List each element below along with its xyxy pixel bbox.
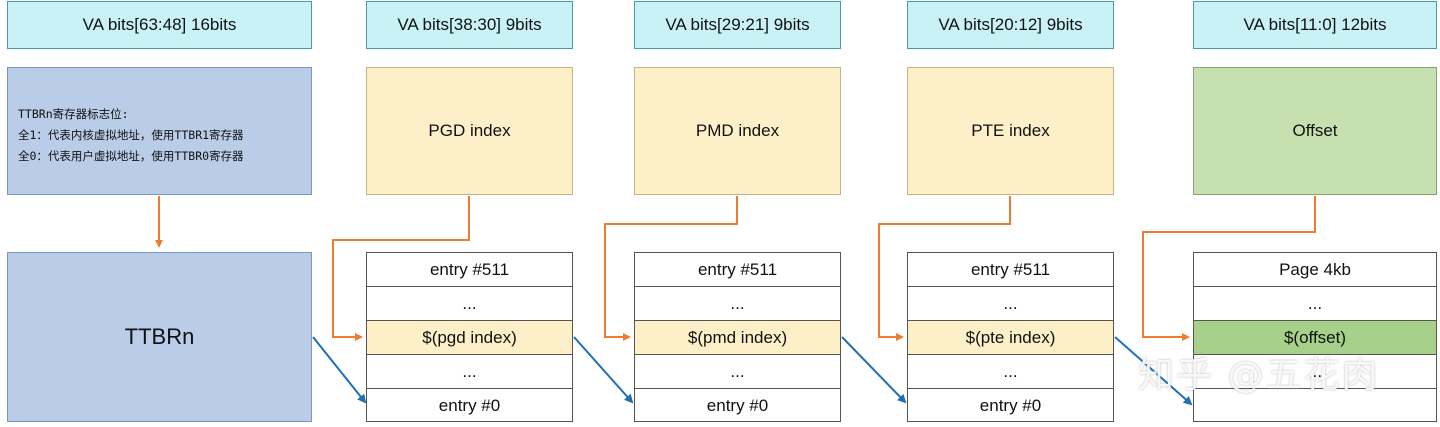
table-row: ... [1194,287,1436,321]
header-label: VA bits[29:21] 9bits [665,15,810,34]
header-label: VA bits[38:30] 9bits [397,15,542,34]
header-va-11-0: VA bits[11:0] 12bits [1193,1,1437,49]
pmd-table: entry #511 ... $(pmd index) ... entry #0 [634,252,841,422]
pte-table: entry #511 ... $(pte index) ... entry #0 [907,252,1114,422]
watermark: 知乎 @五花肉 [1138,355,1380,396]
table-row: entry #0 [706,396,769,415]
table-row-selected: $(offset) [1194,321,1436,355]
pte-index-arrow [878,196,1011,341]
ttbr-to-pgd-table-arrow [312,336,367,404]
ttbr-flag-description: TTBRn寄存器标志位: 全1：代表内核虚拟地址，使用TTBR1寄存器 全0：代… [18,107,244,163]
table-row-selected: $(pgd index) [367,321,572,355]
ttbrn-label: TTBRn [124,324,195,349]
pgd-to-pmd-table-arrow [573,336,634,404]
table-row: entry #511 [635,253,840,287]
ttbr-flag-box: TTBRn寄存器标志位: 全1：代表内核虚拟地址，使用TTBR1寄存器 全0：代… [7,67,312,195]
offset-label: Offset [1292,121,1338,140]
table-row: ... [908,287,1113,321]
header-va-29-21: VA bits[29:21] 9bits [634,1,841,49]
header-label: VA bits[20:12] 9bits [938,15,1083,34]
table-row: entry #0 [438,396,501,415]
pmd-index-box: PMD index [634,67,841,195]
table-row-selected: $(pmd index) [635,321,840,355]
table-row: Page 4kb [1194,253,1436,287]
pgd-index-box: PGD index [366,67,573,195]
table-row: ... [367,287,572,321]
offset-box: Offset [1193,67,1437,195]
header-va-63-48: VA bits[63:48] 16bits [7,1,312,49]
pte-index-box: PTE index [907,67,1114,195]
pte-index-label: PTE index [971,121,1050,140]
table-row: entry #0 [979,396,1042,415]
header-label: VA bits[63:48] 16bits [82,15,237,34]
pte-to-page-arrow [1114,336,1193,406]
header-va-38-30: VA bits[38:30] 9bits [366,1,573,49]
table-row-selected: $(pte index) [908,321,1113,355]
table-row: entry #511 [908,253,1113,287]
pmd-to-pte-table-arrow [841,336,907,404]
pmd-index-label: PMD index [695,121,780,140]
pgd-index-arrow [332,196,470,341]
pmd-index-arrow [604,196,738,341]
ttbrn-register-box: TTBRn [7,252,312,422]
table-row: ... [635,287,840,321]
pgd-index-label: PGD index [428,121,511,140]
header-va-20-12: VA bits[20:12] 9bits [907,1,1114,49]
pgd-table: entry #511 ... $(pgd index) ... entry #0 [366,252,573,422]
header-label: VA bits[11:0] 12bits [1243,15,1387,34]
table-row: ... [1194,355,1436,389]
table-row: entry #511 [367,253,572,287]
table-row: ... [635,355,840,389]
page-table: Page 4kb ... $(offset) ... [1193,252,1437,422]
table-row: ... [367,355,572,389]
table-row: ... [908,355,1113,389]
offset-arrow [1142,196,1316,341]
